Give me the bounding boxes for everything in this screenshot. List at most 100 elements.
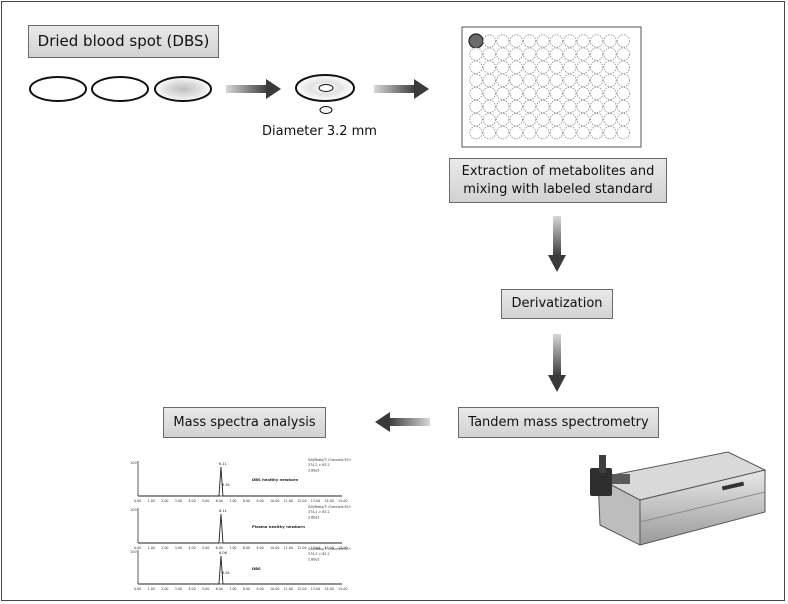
- spectra-x-tick: 8.00: [243, 546, 250, 550]
- plate-well: [563, 113, 577, 127]
- plate-well: [549, 47, 564, 61]
- spectra-x-tick: 7.00: [229, 499, 236, 503]
- panel-title: DBS: [252, 566, 261, 571]
- arrow-to-tandem-ms: [548, 334, 566, 392]
- peak-label-secondary: 6.16: [222, 483, 230, 487]
- plate-well: [469, 47, 483, 61]
- plate-well: [509, 113, 523, 127]
- plate-well: [549, 60, 564, 74]
- spectra-x-tick: 14.00: [324, 499, 333, 503]
- plate-well: [522, 99, 537, 114]
- arrow-to-plate: [374, 79, 429, 99]
- panel-title: DBS healthy newborn: [252, 477, 299, 482]
- plate-well: [469, 73, 483, 87]
- plate-well: [576, 126, 590, 140]
- plate-well: [482, 99, 496, 114]
- chromatogram-trace: [138, 513, 342, 544]
- svg-text:100: 100: [130, 508, 137, 512]
- spectra-x-tick: 5.00: [202, 546, 209, 550]
- spectra-x-tick: 11.00: [284, 587, 293, 591]
- spectra-x-tick: 9.00: [256, 587, 263, 591]
- punch-hole: [318, 84, 334, 92]
- plate-well: [576, 73, 590, 87]
- plate-well: [482, 47, 496, 61]
- diameter-caption: Diameter 3.2 mm: [262, 124, 377, 139]
- plate-well: [522, 34, 537, 48]
- plate-well: [603, 47, 617, 61]
- plate-well: [509, 99, 523, 114]
- plate-well: [576, 34, 590, 48]
- plate-well: [482, 34, 496, 48]
- well-plate: [461, 26, 642, 148]
- spectra-x-tick: 2.00: [161, 546, 168, 550]
- plate-well: [576, 86, 590, 101]
- panel-title: Plasma healthy newborn: [252, 524, 305, 529]
- plate-well: [549, 34, 564, 48]
- spectra-x-tick: 8.00: [243, 499, 250, 503]
- plate-well: [563, 126, 577, 140]
- plate-well: [616, 126, 631, 140]
- plate-well: [522, 113, 537, 127]
- plate-well: [509, 34, 523, 48]
- spectra-x-tick: 11.00: [284, 499, 293, 503]
- arrow-to-punch: [226, 79, 281, 99]
- spectra-x-tick: 3.00: [175, 499, 182, 503]
- spectra-x-tick: 8.00: [243, 587, 250, 591]
- plate-well: [549, 99, 564, 114]
- plate-well: [536, 113, 550, 127]
- plate-well: [549, 73, 564, 87]
- peak-label: 6.11: [219, 462, 227, 466]
- plate-well: [536, 34, 550, 48]
- spectra-x-tick: 3.00: [175, 587, 182, 591]
- spectra-x-tick: 2.00: [161, 499, 168, 503]
- panel-header-line: S/N/Ratio/T: Channels ES+: [308, 505, 352, 509]
- plate-well: [536, 47, 550, 61]
- tandem-ms-label: Tandem mass spectrometry: [468, 414, 649, 430]
- spectra-x-tick: 15.00: [338, 587, 347, 591]
- plate-well: [616, 113, 631, 127]
- plate-well: [469, 99, 483, 114]
- plate-well: [536, 86, 550, 101]
- plate-well: [482, 73, 496, 87]
- spectra-x-tick: 12.00: [297, 499, 306, 503]
- panel-header-line: 374.2 > 85.2: [308, 552, 330, 556]
- plate-well: [616, 99, 631, 114]
- plate-well: [616, 60, 631, 74]
- derivatization-box: Derivatization: [501, 289, 613, 319]
- arrow-to-derivatization: [548, 216, 566, 272]
- plate-well: [509, 126, 523, 140]
- plate-well: [522, 86, 537, 101]
- spectra-x-tick: 15.00: [338, 499, 347, 503]
- extraction-line2: mixing with labeled standard: [463, 181, 653, 197]
- spectra-x-tick: 3.00: [175, 546, 182, 550]
- plate-well: [603, 86, 617, 101]
- spectra-x-tick: 1.00: [148, 546, 155, 550]
- plate-well: [603, 60, 617, 74]
- spectra-x-tick: 5.00: [202, 587, 209, 591]
- plate-well: [589, 60, 604, 74]
- plate-well: [536, 126, 550, 140]
- plate-well: [576, 99, 590, 114]
- spectra-x-tick: 0.00: [134, 587, 141, 591]
- plate-well: [563, 86, 577, 101]
- panel-header-line: 374.2 > 85.2: [308, 463, 330, 467]
- spectra-x-tick: 1.00: [148, 587, 155, 591]
- spectra-x-tick: 10.00: [270, 546, 279, 550]
- spectra-x-tick: 9.00: [256, 499, 263, 503]
- spectra-x-tick: 5.00: [202, 499, 209, 503]
- plate-well: [536, 99, 550, 114]
- spectra-x-tick: 6.00: [216, 587, 223, 591]
- plate-well: [589, 73, 604, 87]
- spectra-x-tick: 13.00: [311, 587, 320, 591]
- panel-header-line: 374.2 > 85.2: [308, 510, 330, 514]
- svg-text:100: 100: [130, 550, 137, 554]
- spectra-x-tick: 6.00: [216, 546, 223, 550]
- svg-text:100: 100: [130, 461, 137, 465]
- plate-well: [603, 34, 617, 48]
- plate-well: [522, 73, 537, 87]
- peak-label: 6.06: [219, 551, 228, 555]
- plate-well: [549, 126, 564, 140]
- plate-well: [496, 113, 510, 127]
